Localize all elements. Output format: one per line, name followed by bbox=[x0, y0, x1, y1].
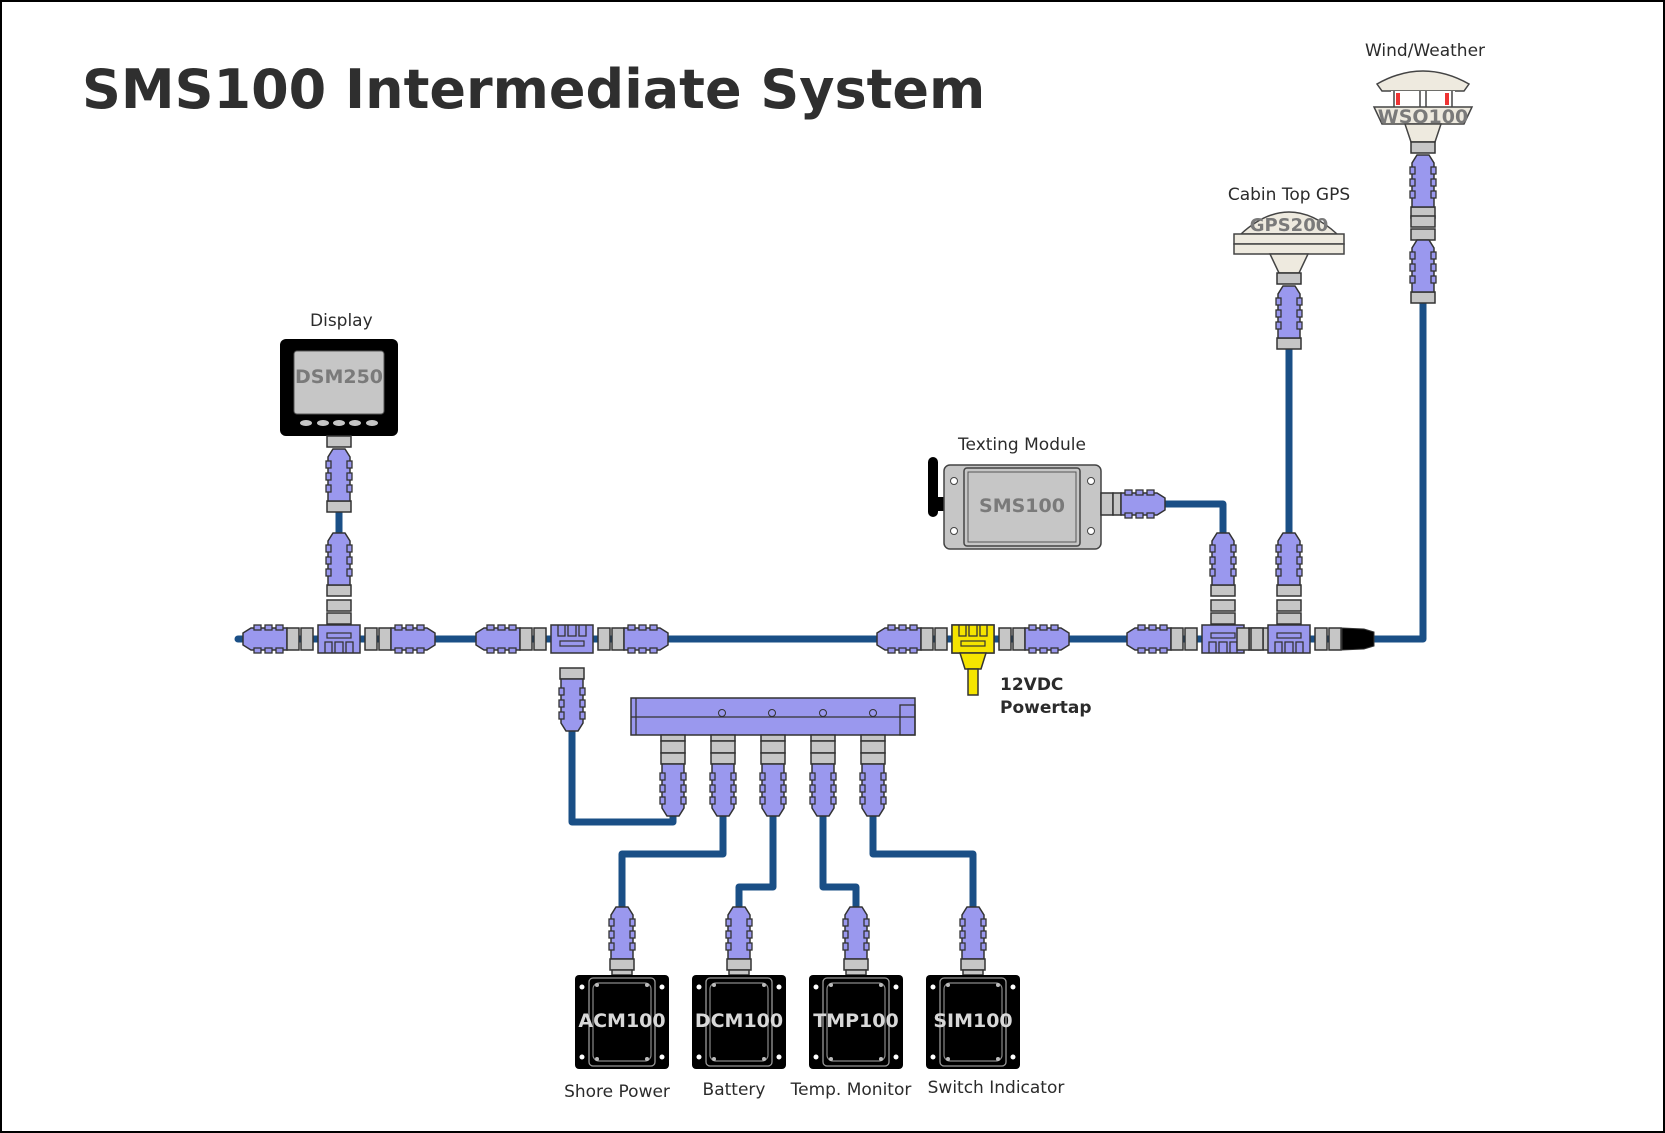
module-connector bbox=[842, 906, 870, 976]
terminator bbox=[1341, 627, 1375, 651]
module-connector bbox=[959, 906, 987, 976]
sim-cable bbox=[869, 778, 977, 926]
wind-connector bbox=[1409, 141, 1437, 304]
gps-connector bbox=[1275, 272, 1303, 350]
display-model: DSM250 bbox=[295, 366, 383, 388]
powertap-label-line1: 12VDC bbox=[1000, 675, 1063, 695]
hub-port bbox=[759, 734, 787, 817]
tee-connector-hub bbox=[475, 624, 668, 732]
wind-device[interactable]: WSO100 bbox=[1372, 70, 1474, 143]
display-device[interactable]: DSM250 bbox=[280, 339, 398, 436]
tmp-cable bbox=[819, 778, 860, 926]
powertap-label-line2: Powertap bbox=[1000, 698, 1092, 718]
hub-port bbox=[859, 734, 887, 817]
tee-connector-texting bbox=[1126, 532, 1276, 654]
wind-model: WSO100 bbox=[1378, 106, 1468, 128]
hub-port bbox=[809, 734, 837, 817]
wind-drop-cable bbox=[1368, 248, 1427, 643]
acm-cable bbox=[618, 778, 727, 926]
module-label: Temp. Monitor bbox=[790, 1080, 912, 1100]
gps-device[interactable]: GPS200 bbox=[1233, 211, 1345, 274]
dcm-cable bbox=[735, 778, 777, 926]
texting-label: Texting Module bbox=[957, 435, 1086, 455]
module-label: Battery bbox=[703, 1080, 766, 1100]
powertap bbox=[876, 624, 1069, 696]
module-model: DCM100 bbox=[695, 1010, 783, 1032]
hub-port bbox=[659, 734, 687, 817]
texting-device[interactable]: SMS100 bbox=[928, 457, 1102, 550]
cables bbox=[234, 248, 1427, 926]
module-model: ACM100 bbox=[578, 1010, 665, 1032]
module-connector bbox=[608, 906, 636, 976]
tee-connector-gps bbox=[1236, 532, 1342, 654]
hub-port bbox=[709, 734, 737, 817]
module-label: Switch Indicator bbox=[928, 1078, 1065, 1098]
wind-label: Wind/Weather bbox=[1365, 41, 1485, 61]
page-title: SMS100 Intermediate System bbox=[82, 58, 985, 121]
display-label: Display bbox=[310, 311, 373, 331]
gps-model: GPS200 bbox=[1250, 215, 1329, 236]
module-connector bbox=[725, 906, 753, 976]
hub-feed-cable bbox=[568, 718, 677, 826]
display-connector bbox=[325, 435, 353, 513]
module-model: TMP100 bbox=[813, 1010, 898, 1032]
texting-connector bbox=[1100, 490, 1165, 518]
texting-model: SMS100 bbox=[979, 495, 1065, 517]
tee-connector-display bbox=[242, 532, 435, 654]
gps-label: Cabin Top GPS bbox=[1228, 185, 1350, 205]
multiport-hub bbox=[630, 697, 916, 736]
module-label: Shore Power bbox=[564, 1082, 670, 1102]
module-model: SIM100 bbox=[933, 1010, 1012, 1032]
hub-ports bbox=[659, 734, 887, 817]
